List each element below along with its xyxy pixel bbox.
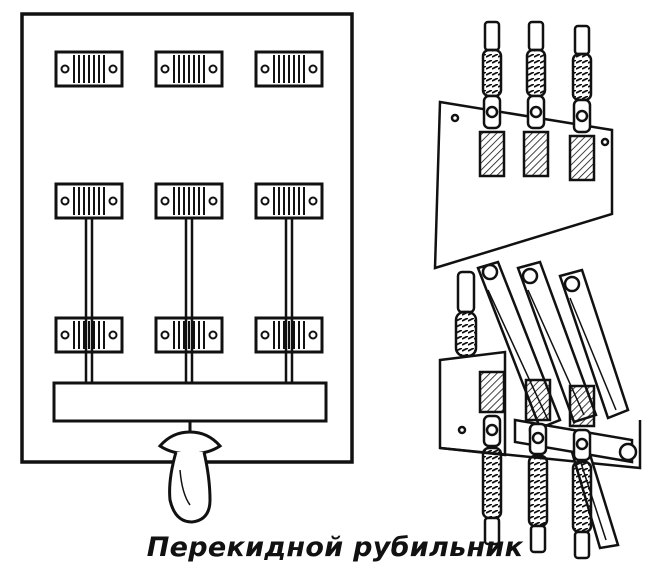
contact-block [54, 316, 124, 354]
switch-front-view [20, 12, 354, 524]
contact-block [54, 50, 124, 88]
contact-block [254, 182, 324, 220]
front-handle [157, 421, 223, 524]
front-blade [184, 218, 194, 383]
contact-block [54, 182, 124, 220]
contact-block [254, 316, 324, 354]
upper-terminal [522, 20, 550, 178]
lower-terminal [524, 378, 552, 554]
front-blade [284, 218, 294, 383]
pivot-terminal [454, 270, 478, 358]
contact-block [154, 182, 224, 220]
switch-perspective-view [433, 20, 642, 560]
lower-terminal [568, 384, 596, 560]
caption: Перекидной рубильник [146, 532, 524, 563]
contact-block [154, 316, 224, 354]
contact-block [154, 50, 224, 88]
upper-terminal [568, 24, 596, 182]
front-blade [84, 218, 94, 383]
front-crossbar [52, 381, 328, 423]
contact-block [254, 50, 324, 88]
upper-terminal [478, 20, 506, 178]
lower-terminal [478, 370, 506, 546]
